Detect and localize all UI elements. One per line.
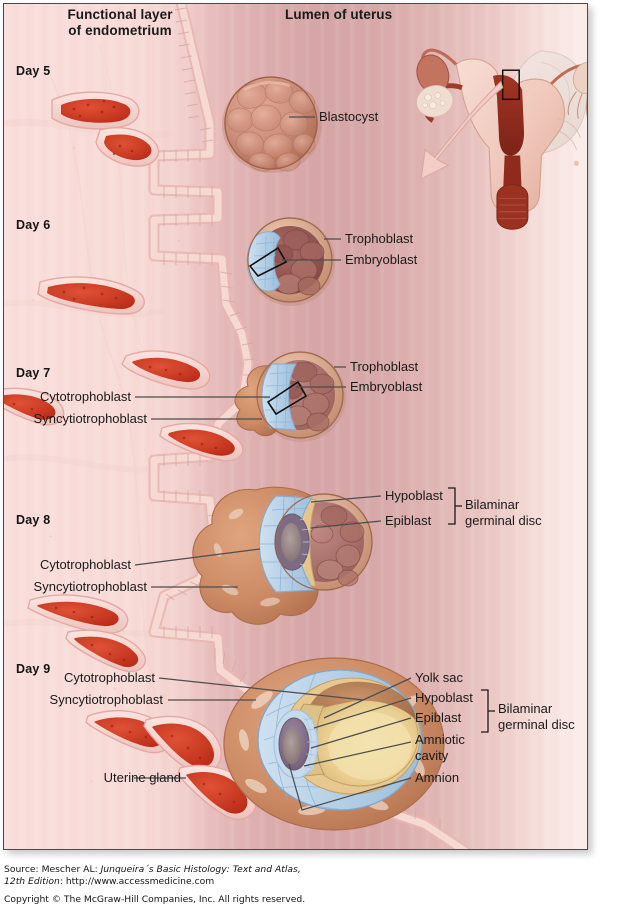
- uterine-gland: [95, 127, 160, 167]
- label-epiblast-day9: Epiblast: [415, 710, 462, 725]
- leader-lines: [134, 116, 412, 811]
- figure-panel: Functional layer of endometrium Lumen of…: [3, 3, 588, 850]
- source-separator: :: [59, 875, 66, 887]
- fimbriae: [567, 91, 587, 119]
- stage-label-day9: Day 9: [16, 662, 51, 676]
- amnion-cells: [303, 715, 318, 775]
- label-bilaminar-germinal-disc-day8: Bilaminar germinal disc: [465, 497, 542, 529]
- uterine-gland: [51, 91, 140, 130]
- uterus-orientation-inset: [416, 48, 587, 230]
- inset-magnification-box: [501, 69, 520, 101]
- label-cytotrophoblast-day8: Cytotrophoblast: [39, 557, 131, 572]
- copyright-notice: Copyright © The McGraw-Hill Companies, I…: [4, 894, 306, 906]
- bilaminar-d8-line1: Bilaminar: [465, 497, 520, 512]
- uterine-gland: [27, 594, 129, 634]
- label-amniotic-cavity-day9: Amniotic cavity: [415, 732, 465, 763]
- bilaminar-brackets: [448, 487, 495, 733]
- stage-label-day7: Day 7: [16, 366, 51, 380]
- source-title: Junqueira´s Basic Histology: Text and At…: [100, 864, 301, 875]
- illustration-layer: [4, 4, 587, 849]
- source-url[interactable]: http://www.accessmedicine.com: [65, 875, 215, 887]
- stage-label-day8: Day 8: [16, 513, 51, 527]
- source-prefix: Source: Mescher AL:: [4, 864, 101, 875]
- day6-blastocyst: [246, 217, 335, 306]
- uterine-gland: [4, 387, 65, 426]
- stage-label-day6: Day 6: [16, 218, 51, 232]
- heading-line-2: of endometrium: [68, 23, 172, 38]
- label-embryoblast-day6: Embryoblast: [345, 252, 418, 267]
- day7-cytotrophoblast-cells: [264, 363, 295, 431]
- day8-germinal-disc-cells: [299, 517, 310, 567]
- figure-footer: Source: Mescher AL: Junqueira´s Basic Hi…: [4, 864, 564, 906]
- source-edition: 12th Edition: [4, 875, 60, 887]
- label-cytotrophoblast-day7: Cytotrophoblast: [39, 389, 131, 404]
- uterine-gland: [159, 422, 244, 462]
- uterine-gland: [37, 276, 145, 315]
- day8-implanted-embryo: [192, 486, 373, 625]
- label-cytotrophoblast-day9: Cytotrophoblast: [63, 670, 155, 685]
- uterine-gland: [65, 629, 147, 673]
- day8-trophoblast-cells: [310, 505, 365, 587]
- bilaminar-d9-line2: germinal disc: [498, 717, 575, 732]
- bilaminar-d9-line1: Bilaminar: [498, 701, 553, 716]
- ovarian-follicles: [422, 92, 446, 109]
- label-syncytiotrophoblast-day9: Syncytiotrophoblast: [49, 692, 163, 707]
- label-uterine-gland-day9: Uterine gland: [103, 770, 181, 785]
- label-syncytiotrophoblast-day8: Syncytiotrophoblast: [33, 579, 147, 594]
- day7-implanting-blastocyst: [234, 351, 346, 442]
- stage-label-day5: Day 5: [16, 64, 51, 78]
- bilaminar-d8-line2: germinal disc: [465, 513, 542, 528]
- label-epiblast-day8: Epiblast: [385, 513, 432, 528]
- amniotic-cavity-line1: Amniotic: [415, 732, 465, 747]
- label-trophoblast-day6: Trophoblast: [345, 231, 414, 246]
- amniotic-cavity-line2: cavity: [415, 747, 449, 763]
- label-amnion-day9: Amnion: [415, 770, 460, 785]
- label-bilaminar-germinal-disc-day9: Bilaminar germinal disc: [498, 701, 575, 733]
- day9-embedded-embryo: [223, 657, 445, 831]
- source-citation: Source: Mescher AL: Junqueira´s Basic Hi…: [4, 864, 564, 887]
- uterine-gland: [143, 715, 222, 775]
- label-hypoblast-day9: Hypoblast: [415, 690, 473, 705]
- label-syncytiotrophoblast-day7: Syncytiotrophoblast: [33, 411, 147, 426]
- label-trophoblast-day7: Trophoblast: [350, 359, 419, 374]
- heading-lumen-of-uterus: Lumen of uterus: [285, 7, 393, 22]
- label-embryoblast-day7: Embryoblast: [350, 379, 423, 394]
- label-hypoblast-day8: Hypoblast: [385, 488, 443, 503]
- label-yolk-sac-day9: Yolk sac: [415, 670, 463, 685]
- day5-blastocyst: [222, 76, 322, 173]
- blastocyst-cells: [226, 80, 316, 172]
- heading-functional-layer: Functional layer of endometrium: [35, 7, 205, 39]
- label-blastocyst: Blastocyst: [319, 109, 379, 124]
- inset-pointer-arrow: [420, 80, 504, 180]
- heading-line-1: Functional layer: [67, 7, 173, 22]
